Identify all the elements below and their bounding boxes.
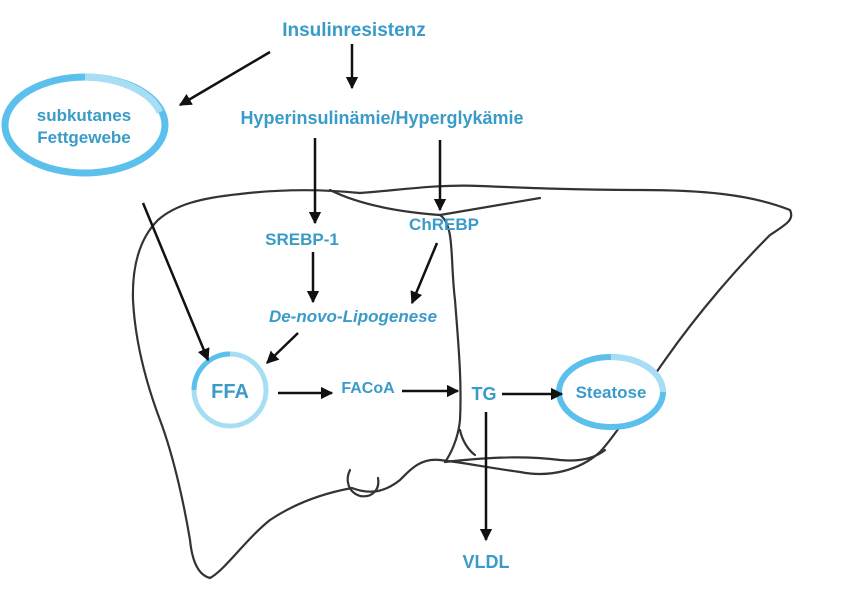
label-insulinresistenz: Insulinresistenz xyxy=(282,20,426,41)
arrow-insulin-to-subkutanes xyxy=(178,50,271,107)
label-vldl: VLDL xyxy=(463,552,510,572)
label-steatose: Steatose xyxy=(576,383,647,402)
label-subkutanes-line2: Fettgewebe xyxy=(37,128,131,147)
label-srebp1: SREBP-1 xyxy=(265,230,339,249)
label-chrebp: ChREBP xyxy=(409,215,479,234)
label-subkutanes-line1: subkutanes xyxy=(37,106,131,125)
label-hyper: Hyperinsulinämie/Hyperglykämie xyxy=(240,108,523,128)
arrow-chrebp-to-lipogenese xyxy=(410,242,439,305)
arrows xyxy=(141,44,564,542)
subkutanes-ring xyxy=(1,73,169,177)
ffa-ring xyxy=(191,351,269,429)
arrow-lipogenese-to-ffa xyxy=(266,332,299,364)
label-facoa: FACoA xyxy=(341,380,395,397)
label-lipogenese: De-novo-Lipogenese xyxy=(269,307,437,326)
arrow-subkutanes-to-ffa xyxy=(141,202,210,362)
label-tg: TG xyxy=(472,384,497,404)
label-ffa: FFA xyxy=(211,381,249,403)
liver-outline-icon xyxy=(131,184,793,580)
